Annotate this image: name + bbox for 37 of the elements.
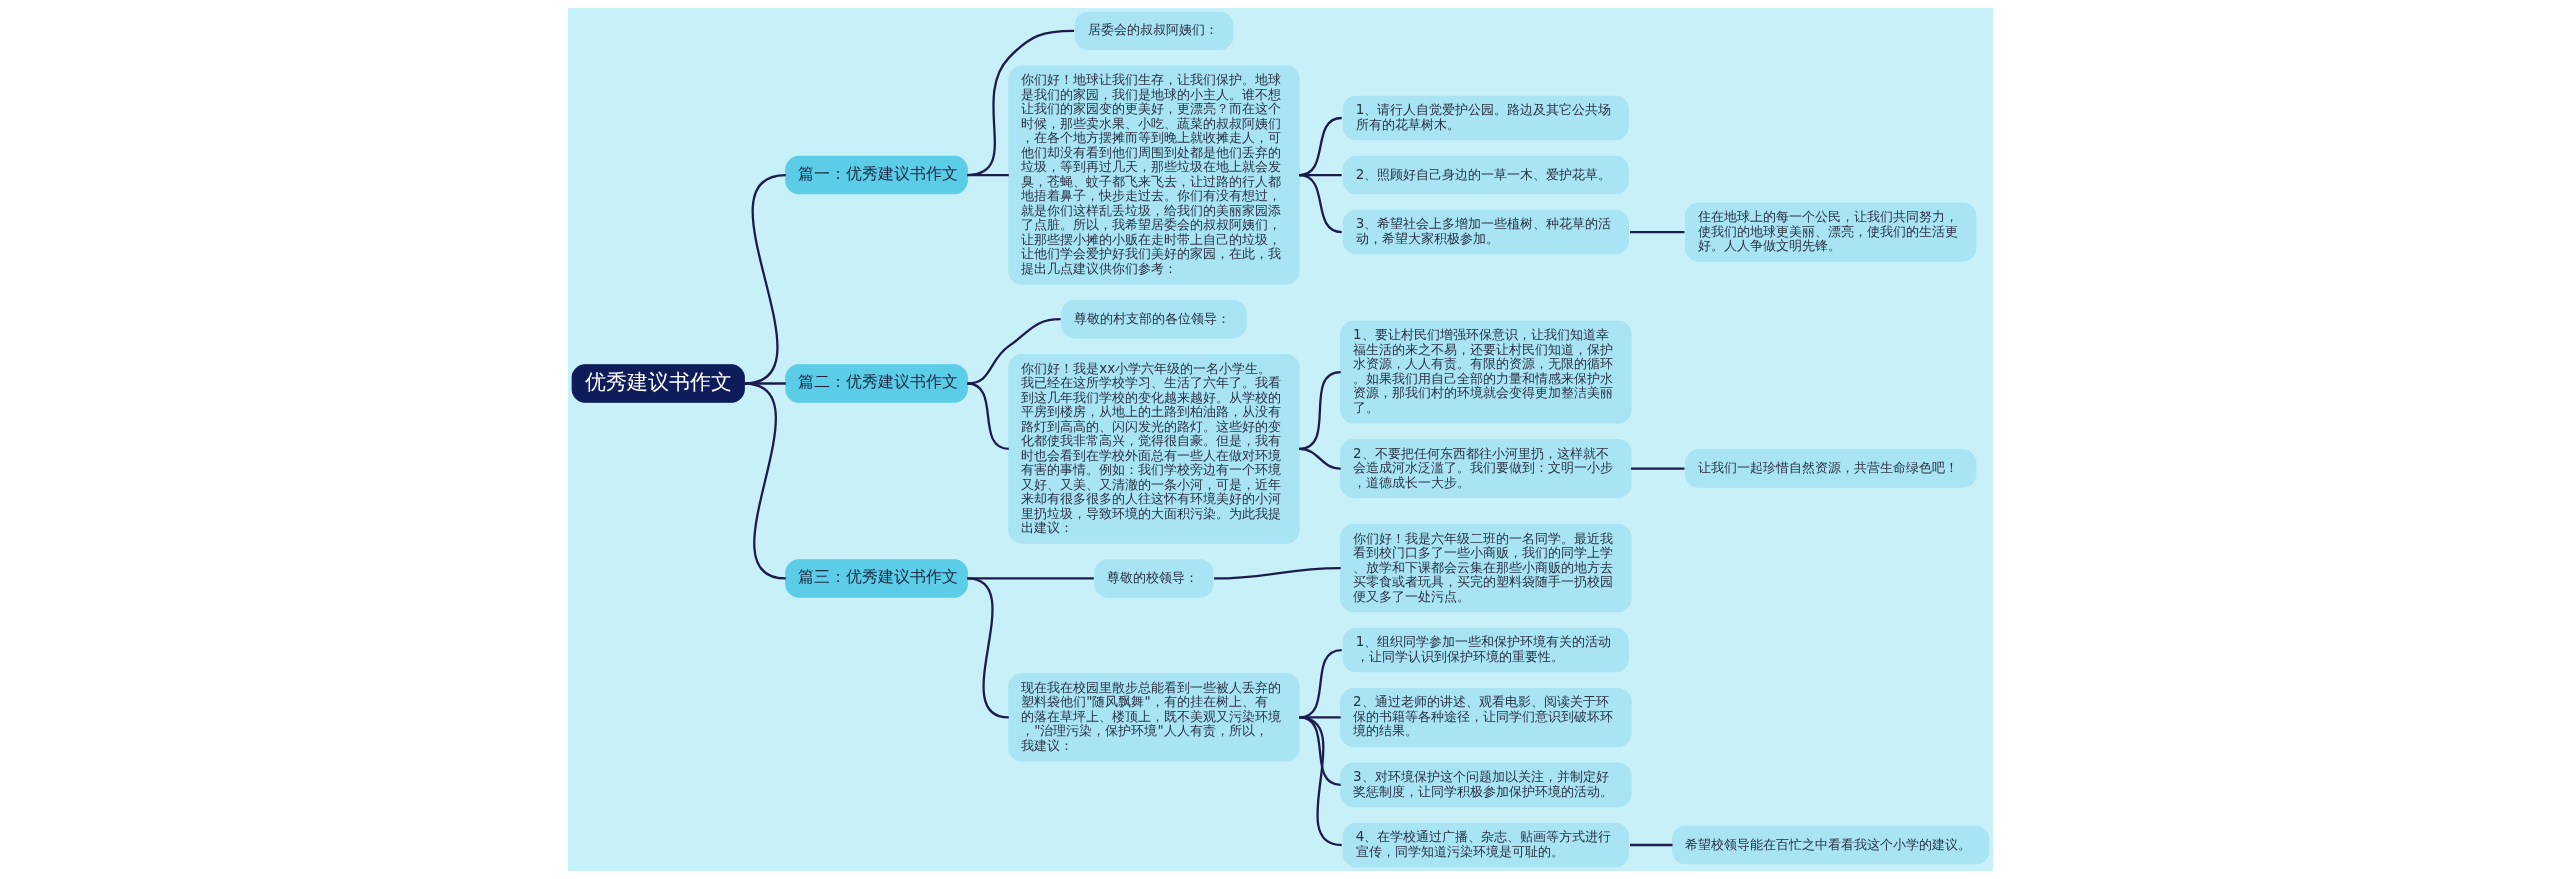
connector <box>966 318 1061 385</box>
connector <box>1630 467 1684 470</box>
node-box: 尊敬的校领导： <box>1093 559 1214 598</box>
node-box: 1、请行人自觉爱护公园。路边及其它公共场所有的花草树木。 <box>1342 95 1629 141</box>
connector <box>1629 230 1684 234</box>
node-box: 居委会的叔叔阿姨们： <box>1074 11 1233 51</box>
node-box: 你们好！地球让我们生存，让我们保护。地球是我们的家园，我们是地球的小主人。谁不想让我们的家园变的更美好，更漂亮？而在这个时候，那些卖水果、小吃、蔬菜的叔叔阿姨们，在各个地方摆摊而等到晚上就收摊走人，可他们却没有看到他们周围到处都是他们丢弃的垃圾，等到再过几天，那些垃圾在地上就会发臭，苍蝇、蚊子都飞来飞去，让过路的行人都地捂着鼻子，快步走过去。你们有没有想过，就是你们这样乱丢垃圾，给我们的美丽家园添了点脏。所以，我希望居委会的叔叔阿姨们，让那些摆小摊的小贩在走时带上自己的垃圾，让他们学会爱护好我们美好的家园，在此，我提出几点建议供你们参考： <box>1007 65 1300 285</box>
connector <box>1629 843 1673 847</box>
node-box: 优秀建议书作文 <box>571 364 745 403</box>
node-box: 2、照顾好自己身边的一草一木、爱护花草。 <box>1342 155 1629 195</box>
connector <box>966 382 1009 450</box>
node-box: 让我们一起珍惜自然资源，共营生命绿色吧！ <box>1684 449 1976 488</box>
connector <box>1213 566 1341 580</box>
connector <box>966 577 1009 719</box>
connector <box>966 173 1009 177</box>
connector <box>1298 716 1342 847</box>
node-box: 3、对环境保护这个问题加以关注，并制定好奖惩制度，让同学积极参加保护环境的活动。 <box>1339 762 1632 808</box>
node-box: 尊敬的村支部的各位领导： <box>1060 300 1247 339</box>
node-box: 1、要让村民们增强环保意识，让我们知道幸福生活的来之不易，还要让村民们知道，保护水资源，人人有责。有限的资源，无限的循环。如果我们用自己全部的力量和情感来保护水资源，那我们村的环境就会变得更加整洁美丽了。 <box>1339 320 1632 424</box>
node-box: 希望校领导能在百忙之中看看我这个小学的建议。 <box>1671 825 1989 865</box>
connector <box>1298 173 1342 234</box>
node-box: 1、组织同学参加一些和保护环境有关的活动，让同学认识到保护环境的重要性。 <box>1342 627 1629 673</box>
connector <box>743 382 786 580</box>
node-box: 你们好！我是xx小学六年级的一名小学生。我已经在这所学校学习、生活了六年了。我看到这几年我们学校的变化越来越好。从学校的平房到楼房，从地上的土路到柏油路，从没有路灯到高高的、闪闪发光的路灯。这些好的变化都使我非常高兴，觉得很自豪。但是，我有时也会看到在学校外面总有一些人在做对环境有害的事情。例如：我们学校旁边有一个环境又好、又美、又清澈的一条小河，可是，近年来却有很多很多的人往这怀有环境美好的小河里扔垃圾，导致环境的大面积污染。为此我提出建议： <box>1007 353 1300 544</box>
node-box: 住在地球上的每一个公民，让我们共同努力，使我们的地球更美丽、漂亮，使我们的生活更好。人人争做文明先锋。 <box>1684 202 1976 262</box>
node-box: 2、通过老师的讲述、观看电影、阅读关于环保的书籍等各种途径，让同学们意识到破坏环境的结果。 <box>1339 687 1632 747</box>
node-box: 现在我在校园里散步总能看到一些被人丢弃的塑料袋他们"随风飘舞"，有的挂在树上、有的落在草坪上、楼顶上，既不美观又污染环境，"治理污染，保护环境"人人有责，所以，我建议： <box>1007 673 1300 762</box>
node-box: 2、不要把任何东西都往小河里扔，这样就不会造成河水泛滥了。我们要做到：文明一小步，道德成长一大步。 <box>1339 439 1632 499</box>
connector <box>966 29 1074 177</box>
connector <box>1298 447 1341 470</box>
node-box: 4、在学校通过广播、杂志、贴画等方式进行宣传，同学知道污染环境是可耻的。 <box>1342 822 1629 868</box>
node-box: 你们好！我是六年级二班的一名同学。最近我看到校门口多了一些小商贩，我们的同学上学、放学和下课都会云集在那些小商贩的地方去买零食或者玩具，买完的塑料袋随手一扔校园便又多了一处污点。 <box>1339 524 1632 613</box>
node-box: 3、希望社会上多增加一些植树、种花草的活动，希望大家积极参加。 <box>1342 209 1629 255</box>
connector <box>1298 370 1341 450</box>
node-box: 篇一：优秀建议书作文 <box>784 155 968 195</box>
node-box: 篇三：优秀建议书作文 <box>784 559 968 598</box>
node-box: 篇二：优秀建议书作文 <box>784 364 968 403</box>
